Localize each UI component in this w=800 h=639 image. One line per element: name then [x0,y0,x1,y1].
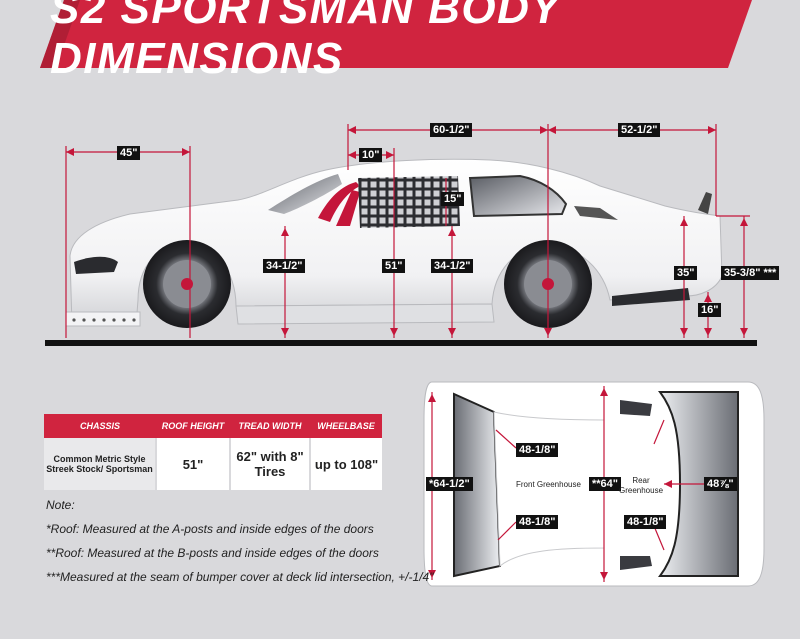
spec-cell-wheelbase: up to 108" [309,438,382,490]
spec-header-chassis: CHASSIS [44,414,156,438]
rear-greenhouse-label: Rear Greenhouse [618,476,664,495]
spec-table-header-row: CHASSIS ROOF HEIGHT TREAD WIDTH WHEELBAS… [44,414,382,438]
dim-a-pillar-offset: 10" [359,148,383,162]
dim-roof-to-rear-axle: 60-1/2" [430,123,473,137]
spec-cell-roof-height: 51" [155,438,230,490]
spec-cell-chassis: Common Metric Style Streek Stock/ Sports… [44,438,156,490]
spec-table: CHASSIS ROOF HEIGHT TREAD WIDTH WHEELBAS… [44,414,382,490]
dim-rear-axle-to-tail: 52-1/2" [618,123,661,137]
dim-ground-clearance: 16" [698,303,722,317]
spec-table-row: Common Metric Style Streek Stock/ Sports… [44,438,382,490]
dim-window-net: 15" [441,192,465,206]
dim-front-lower: 48-1/8" [516,515,559,529]
side-view-car [65,158,723,328]
spec-header-tread-width: TREAD WIDTH [230,414,310,438]
front-greenhouse-label: Front Greenhouse [516,480,581,489]
dim-tail-height: 35" [674,266,698,280]
dim-front-height: 34-1/2" [263,259,306,273]
notes-heading: Note: [46,498,75,512]
dim-rear-lower: 48-1/8" [624,515,667,529]
side-dimension-lines [65,124,750,338]
spec-header-roof-height: ROOF HEIGHT [156,414,230,438]
dim-b-post-width: **64" [589,477,622,491]
title-banner-shape [40,0,752,68]
spec-header-wheelbase: WHEELBASE [310,414,382,438]
dim-front-upper: 48-1/8" [516,443,559,457]
dim-rear-width: 48⅞" [704,477,737,491]
ground-line [45,340,757,346]
note-line-1: *Roof: Measured at the A-posts and insid… [46,522,374,536]
dim-door-height: 34-1/2" [431,259,474,273]
dim-front-overhang: 45" [117,146,141,160]
dim-a-post-width: *64-1/2" [426,477,473,491]
note-line-2: **Roof: Measured at the B-posts and insi… [46,546,379,560]
side-dimension-arrows [66,126,748,336]
top-dimension-arrows [428,388,672,580]
dim-roof-height: 51" [382,259,406,273]
note-line-3: ***Measured at the seam of bumper cover … [46,570,434,584]
spec-cell-tread-width: 62" with 8" Tires [229,438,310,490]
dim-bumper-seam: 35-3/8" *** [721,266,780,280]
